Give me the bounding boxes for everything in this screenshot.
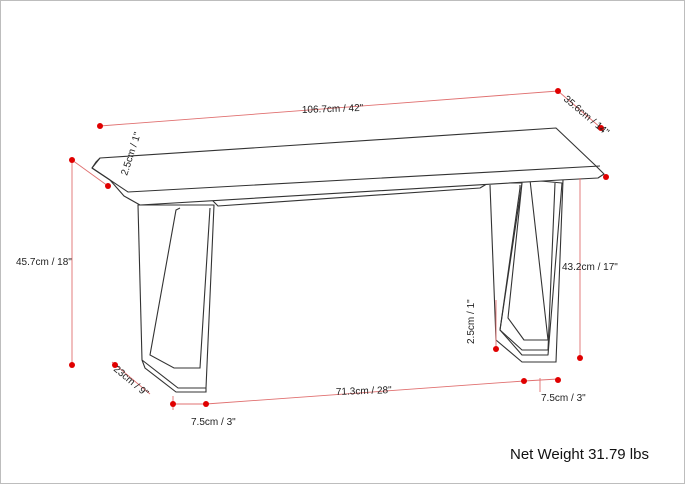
dimension-lines [71,90,602,410]
marker-dot [521,378,527,384]
label-left-leg-width: 7.5cm / 3" [191,417,236,428]
marker-dot [555,88,561,94]
label-depth: 35.6cm / 14" [561,94,611,139]
dim-line-right-width [523,378,559,382]
marker-dot [555,377,561,383]
marker-dot [69,157,75,163]
bench-top-front-edge [91,165,601,193]
marker-dot [577,355,583,361]
label-inner-span: 71.3cm / 28" [336,385,393,398]
bench-drawing [91,127,605,393]
left-leg [137,204,215,389]
dim-line-inner-span [205,380,525,405]
label-foot-thickness: 2.5cm / 1" [466,299,477,344]
left-leg-inner [149,207,211,369]
dim-line-top-thickness [71,159,109,187]
dim-line-depth [557,90,602,129]
left-leg-foot [141,359,207,393]
right-leg-inner [499,182,556,351]
marker-dot [112,362,118,368]
label-right-leg-width: 7.5cm / 3" [541,393,586,404]
dim-line-leg-depth [111,361,151,395]
marker-dot [97,123,103,129]
label-leg-depth: 23cm / 9" [111,364,151,400]
label-leg-height: 43.2cm / 17" [562,262,618,273]
marker-dot [69,362,75,368]
marker-dot [203,401,209,407]
marker-dot [170,401,176,407]
label-length: 106.7cm / 42" [302,103,364,116]
dim-line-length [99,90,559,127]
net-weight-label: Net Weight 31.79 lbs [510,446,649,463]
marker-dot [105,183,111,189]
measurement-markers [69,88,609,407]
bench-top-edge-detail [91,157,101,169]
marker-dot [493,346,499,352]
label-overall-height: 45.7cm / 18" [16,257,72,268]
right-leg-outline [489,179,564,363]
marker-dot [603,174,609,180]
marker-dot [598,125,604,131]
